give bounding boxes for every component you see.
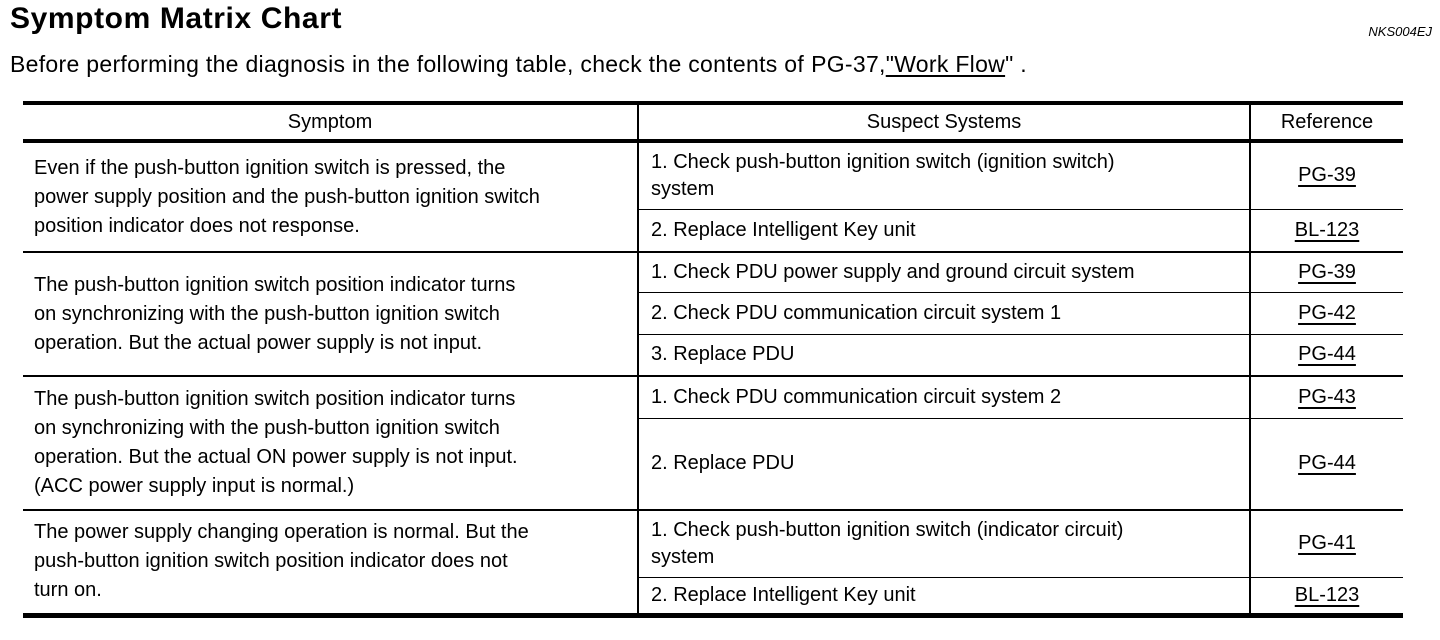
column-header-reference: Reference <box>1249 103 1403 143</box>
reference-cell: BL-123 <box>1249 577 1403 615</box>
suspect-system-cell: 1. Check PDU communication circuit syste… <box>637 376 1250 419</box>
table-row: 2. Replace PDU PG-44 <box>23 418 1403 511</box>
reference-cell: PG-44 <box>1249 334 1403 377</box>
suspect-system-cell: 2. Replace PDU <box>637 418 1250 511</box>
reference-link[interactable]: PG-44 <box>1298 452 1356 475</box>
column-header-suspect-systems: Suspect Systems <box>637 103 1250 143</box>
doc-code: NKS004EJ <box>1368 24 1432 39</box>
reference-cell: PG-41 <box>1249 510 1403 578</box>
suspect-system-cell: 1. Check PDU power supply and ground cir… <box>637 252 1250 293</box>
column-header-symptom: Symptom <box>23 103 638 143</box>
suspect-system-cell: 3. Replace PDU <box>637 334 1250 377</box>
symptom-cell: The push-button ignition switch position… <box>23 376 638 511</box>
reference-link[interactable]: PG-39 <box>1298 260 1356 283</box>
symptom-matrix-table: Symptom Suspect Systems Reference Even i… <box>23 101 1403 618</box>
table-row: 2. Replace Intelligent Key unit BL-123 <box>23 577 1403 615</box>
intro-suffix: " . <box>1005 51 1027 77</box>
reference-cell: PG-42 <box>1249 292 1403 335</box>
reference-link[interactable]: PG-44 <box>1298 343 1356 366</box>
symptom-cell: Even if the push-button ignition switch … <box>23 141 638 253</box>
intro-text: Before performing the diagnosis in the f… <box>10 51 1027 78</box>
symptom-cell: The power supply changing operation is n… <box>34 521 529 602</box>
table-row: 2. Replace Intelligent Key unit BL-123 <box>23 209 1403 253</box>
symptom-cell: The push-button ignition switch position… <box>23 252 638 377</box>
table-row: The power supply changing operation is n… <box>23 510 1403 601</box>
suspect-system-cell: 1. Check push-button ignition switch (ig… <box>637 141 1250 210</box>
reference-link[interactable]: PG-41 <box>1298 532 1356 555</box>
reference-link[interactable]: PG-39 <box>1298 164 1356 187</box>
reference-cell: PG-39 <box>1249 252 1403 293</box>
table-row: The push-button ignition switch position… <box>23 252 1403 377</box>
header-row: Symptom Suspect Systems Reference <box>23 103 1403 143</box>
page-title: Symptom Matrix Chart <box>10 2 343 35</box>
reference-cell: PG-44 <box>1249 418 1403 511</box>
work-flow-link[interactable]: "Work Flow <box>885 51 1006 77</box>
reference-link[interactable]: PG-43 <box>1298 385 1356 408</box>
reference-cell: BL-123 <box>1249 209 1403 253</box>
suspect-system-cell: 2. Replace Intelligent Key unit <box>637 577 1250 615</box>
reference-cell: PG-39 <box>1249 141 1403 210</box>
suspect-system-cell: 2. Check PDU communication circuit syste… <box>637 292 1250 335</box>
intro-page-ref: PG-37, <box>811 51 886 77</box>
table-row: 3. Replace PDU PG-44 <box>23 334 1403 377</box>
suspect-system-cell: 1. Check push-button ignition switch (in… <box>637 510 1250 578</box>
suspect-system-cell: 2. Replace Intelligent Key unit <box>637 209 1250 253</box>
table-row: Even if the push-button ignition switch … <box>23 141 1403 253</box>
table-row: The push-button ignition switch position… <box>23 376 1403 511</box>
reference-cell: PG-43 <box>1249 376 1403 419</box>
table-row: 2. Check PDU communication circuit syste… <box>23 292 1403 335</box>
reference-link[interactable]: PG-42 <box>1298 301 1356 324</box>
reference-link[interactable]: BL-123 <box>1294 218 1360 241</box>
reference-link[interactable]: BL-123 <box>1294 583 1360 606</box>
intro-prefix: Before performing the diagnosis in the f… <box>10 51 805 77</box>
